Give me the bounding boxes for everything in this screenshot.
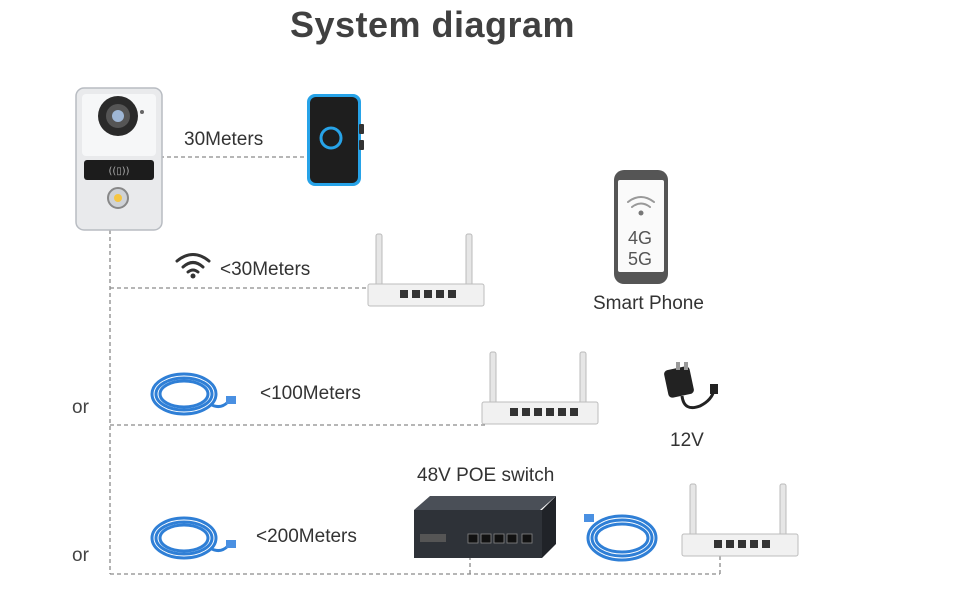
phone-4g-label: 4G: [628, 228, 653, 248]
cable-100-distance-label: <100Meters: [260, 383, 361, 404]
svg-text:((▯)): ((▯)): [108, 166, 129, 177]
smartphone-label: Smart Phone: [593, 293, 704, 314]
ethernet-cable-icon: [150, 372, 236, 416]
diagram-title: System diagram: [289, 4, 576, 45]
smartphone-device: [614, 170, 668, 284]
router-poe: [681, 483, 799, 557]
ethernet-cable-icon: [150, 516, 236, 560]
wifi-icon: [175, 253, 211, 279]
phone-5g-label: 5G: [628, 249, 653, 269]
ethernet-cable-icon: [584, 514, 658, 562]
or-separator-1: or: [72, 397, 89, 418]
power-adapter-icon: [664, 362, 718, 410]
doorbell-device: ((▯)): [75, 87, 163, 231]
router-wifi: [367, 233, 485, 307]
chime-distance-label: 30Meters: [184, 129, 264, 150]
router-wired: [481, 351, 599, 425]
poe-switch-device: [414, 496, 556, 558]
power-label: 12V: [670, 430, 704, 451]
chime-device: [307, 94, 364, 186]
poe-switch-label: 48V POE switch: [417, 465, 555, 486]
wifi-distance-label: <30Meters: [220, 259, 311, 280]
cable-200-distance-label: <200Meters: [256, 526, 357, 547]
or-separator-2: or: [72, 545, 89, 566]
